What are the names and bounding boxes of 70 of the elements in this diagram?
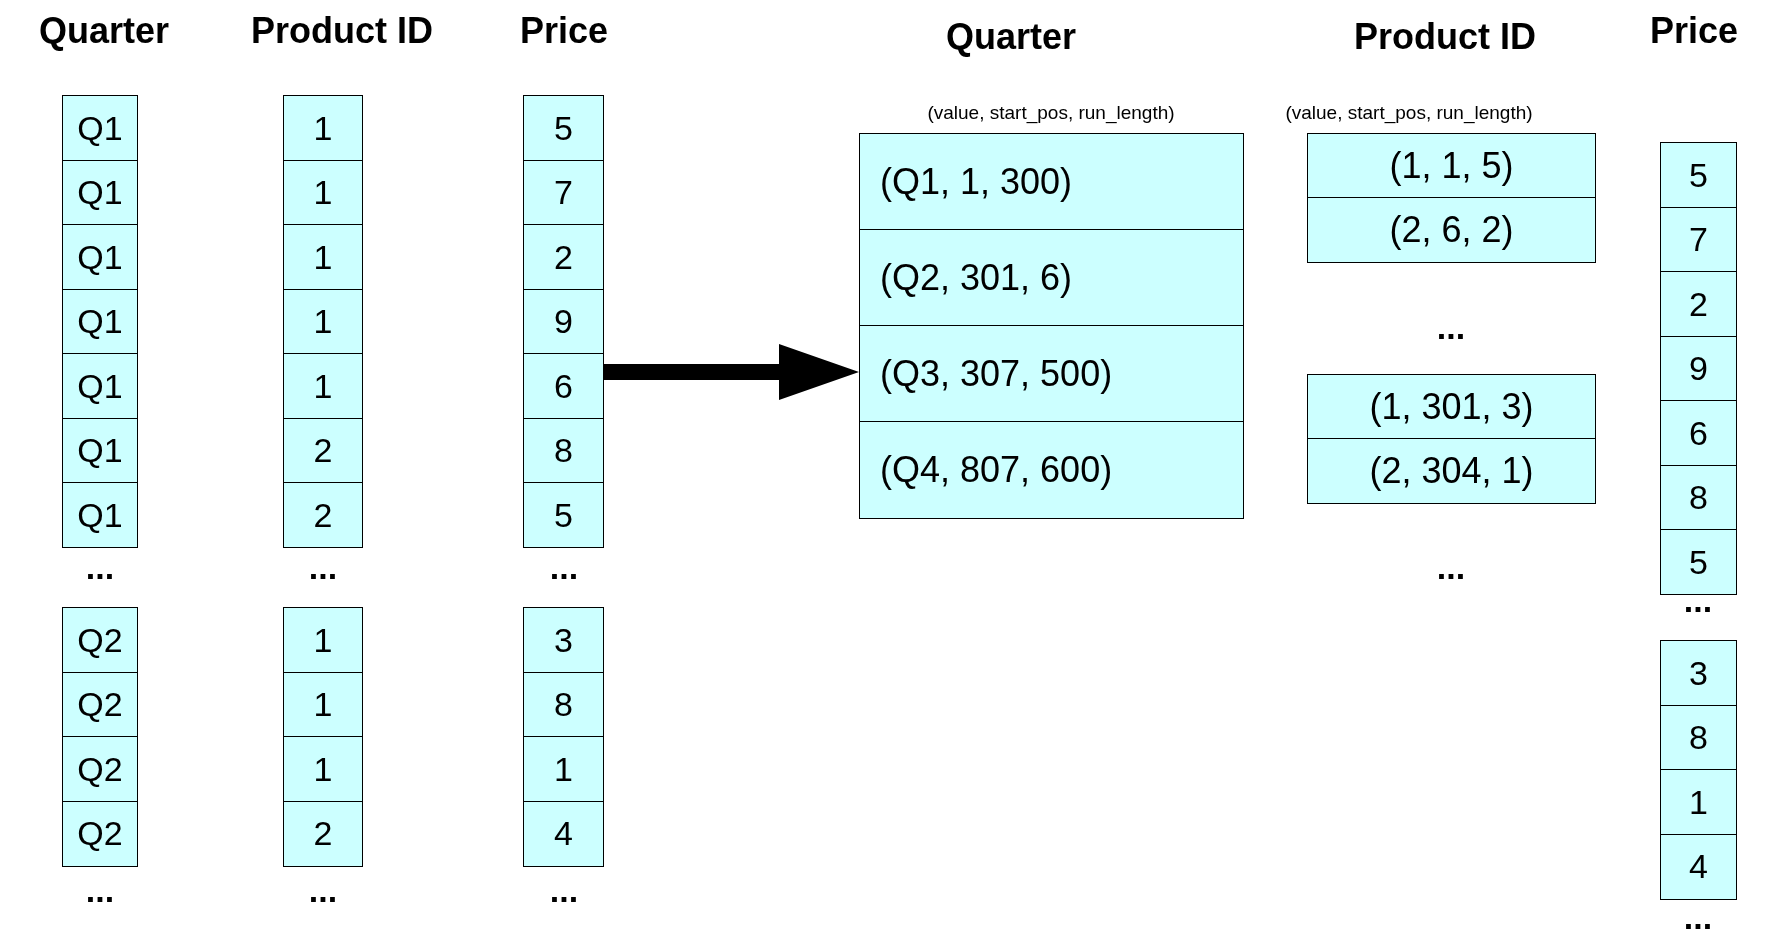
value-cell: (Q1, 1, 300)	[859, 133, 1244, 231]
value-cell: 2	[283, 417, 363, 484]
value-cell: 1	[283, 288, 363, 355]
value-cell: Q2	[62, 800, 138, 867]
column-header: Product ID	[1354, 16, 1536, 58]
value-cell: (1, 301, 3)	[1307, 374, 1596, 440]
value-cell: Q1	[62, 288, 138, 355]
value-cell: 7	[523, 159, 604, 226]
format-note: (value, start_pos, run_length)	[1285, 102, 1533, 124]
value-cell: 3	[523, 607, 604, 673]
value-cell: (1, 1, 5)	[1307, 133, 1596, 199]
value-cell: (Q3, 307, 500)	[859, 325, 1244, 423]
value-cell: 2	[283, 800, 363, 867]
value-cell: Q1	[62, 95, 138, 161]
value-cell: 2	[283, 482, 363, 548]
value-cell: 8	[1660, 704, 1737, 771]
ellipsis: ...	[1436, 550, 1466, 584]
value-cell: 6	[1660, 400, 1737, 466]
value-cell: 2	[523, 224, 604, 290]
value-cell: 1	[283, 736, 363, 802]
ellipsis: ...	[308, 550, 338, 584]
value-cell: Q1	[62, 224, 138, 290]
value-cell: 1	[523, 736, 604, 802]
value-cell: (2, 6, 2)	[1307, 197, 1596, 263]
value-cell: 1	[283, 159, 363, 226]
value-cell: 4	[1660, 833, 1737, 900]
ellipsis: ...	[549, 873, 579, 907]
ellipsis: ...	[85, 873, 115, 907]
value-cell: 9	[1660, 335, 1737, 402]
format-note: (value, start_pos, run_length)	[927, 102, 1175, 124]
value-cell: Q2	[62, 736, 138, 802]
value-cell: Q1	[62, 353, 138, 419]
ellipsis: ...	[549, 550, 579, 584]
column-header: Quarter	[946, 16, 1076, 58]
value-cell: 3	[1660, 640, 1737, 706]
value-cell: 5	[1660, 529, 1737, 595]
column-header: Price	[1649, 10, 1739, 52]
value-cell: 5	[523, 95, 604, 161]
value-cell: (Q4, 807, 600)	[859, 421, 1244, 519]
value-cell: Q1	[62, 417, 138, 484]
value-cell: Q1	[62, 159, 138, 226]
value-cell: 8	[523, 671, 604, 738]
value-cell: 7	[1660, 206, 1737, 273]
value-cell: 1	[283, 607, 363, 673]
ellipsis: ...	[1683, 900, 1713, 931]
column-header: Product ID	[251, 10, 433, 52]
value-cell: 9	[523, 288, 604, 355]
value-cell: 1	[283, 224, 363, 290]
value-cell: 6	[523, 353, 604, 419]
value-cell: 1	[283, 95, 363, 161]
value-cell: 2	[1660, 271, 1737, 337]
value-cell: 5	[523, 482, 604, 548]
block-arrow	[604, 344, 859, 400]
value-cell: Q2	[62, 671, 138, 738]
value-cell: 8	[1660, 464, 1737, 531]
value-cell: 8	[523, 417, 604, 484]
ellipsis: ...	[308, 873, 338, 907]
column-header: Quarter	[39, 10, 169, 52]
column-header: Price	[519, 10, 609, 52]
ellipsis: ...	[85, 550, 115, 584]
value-cell: 1	[1660, 769, 1737, 835]
value-cell: (Q2, 301, 6)	[859, 229, 1244, 327]
value-cell: Q2	[62, 607, 138, 673]
value-cell: (2, 304, 1)	[1307, 438, 1596, 504]
value-cell: 4	[523, 800, 604, 867]
value-cell: Q1	[62, 482, 138, 548]
value-cell: 5	[1660, 142, 1737, 208]
ellipsis: ...	[1436, 310, 1466, 344]
value-cell: 1	[283, 671, 363, 738]
value-cell: 1	[283, 353, 363, 419]
